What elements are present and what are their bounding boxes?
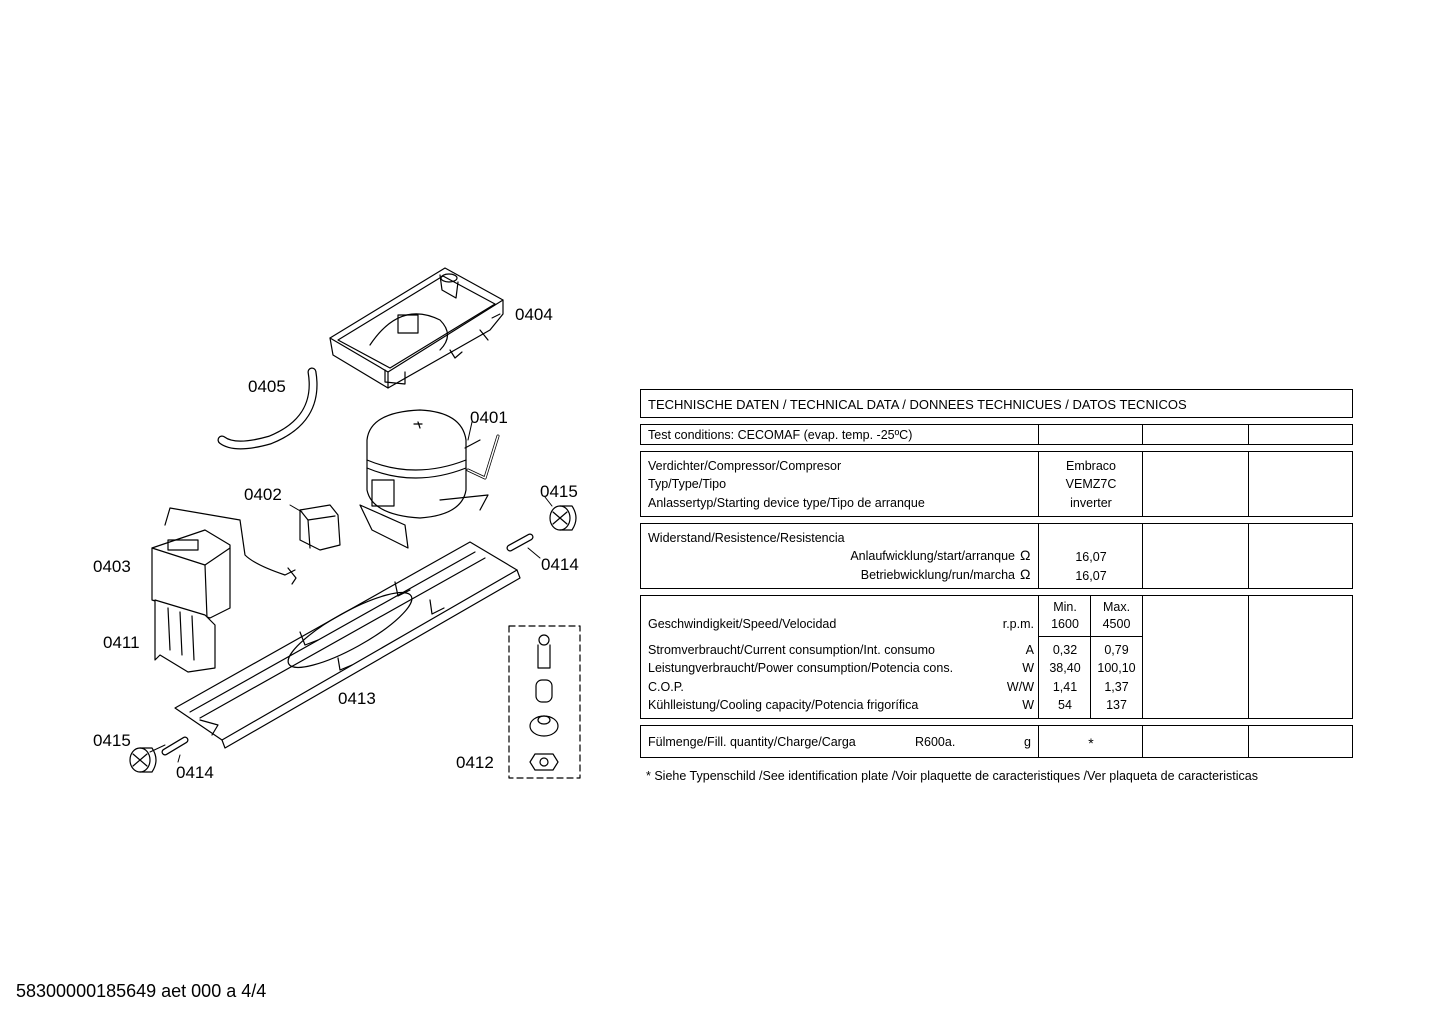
power-label: Leistungverbraucht/Power consumption/Pot… [648,661,954,675]
foot-drawing-left [129,747,157,773]
power-max: 100,10 [1097,661,1136,675]
compressor-cover-drawing [329,267,504,389]
min-header: Min. [1053,600,1077,614]
electronic-module-drawing [151,507,297,619]
bracket-drawing [154,599,216,673]
compressor-value: Embraco [1065,459,1117,473]
max-header: Max. [1102,600,1131,614]
type-label: Typ/Type/Tipo [648,477,727,491]
part-label-0403: 0403 [93,557,131,576]
divider [1248,523,1249,589]
divider [1142,523,1143,589]
divider [1248,595,1249,719]
part-label-0415-right: 0415 [540,482,578,501]
speed-label: Geschwindigkeit/Speed/Velocidad [648,617,837,631]
cop-unit: W/W [1006,680,1034,694]
cooling-capacity-label: Kühlleistung/Cooling capacity/Potencia f… [648,698,919,712]
compressor-box [640,451,1353,517]
divider [1038,725,1039,758]
refrigerant-type: R600a. [915,735,956,749]
start-winding-label: Anlaufwicklung/start/arranque [850,549,1015,563]
cop-label: C.O.P. [648,680,684,694]
current-min: 0,32 [1052,643,1078,657]
part-label-0411: 0411 [103,633,140,652]
starting-device-label: Anlassertyp/Starting device type/Tipo de… [648,496,925,510]
charge-unit: g [1024,735,1031,749]
compressor-label: Verdichter/Compressor/Compresor [648,459,842,473]
divider [1248,451,1249,517]
starting-device-value: inverter [1070,496,1112,510]
leader-lines [149,313,553,763]
current-max: 0,79 [1104,643,1129,657]
cop-max: 1,37 [1104,680,1129,694]
part-label-0412: 0412 [456,753,494,772]
speed-min: 1600 [1051,617,1079,631]
pin-drawing-left [161,736,189,756]
part-label-0414-right: 0414 [541,555,579,574]
current-unit: A [1025,643,1034,657]
resistance-title: Widerstand/Resistence/Resistencia [648,531,845,545]
divider [1142,451,1143,517]
divider [1142,595,1143,719]
cop-min: 1,41 [1052,680,1078,694]
divider [1142,424,1143,445]
test-conditions-box [640,424,1353,445]
pin-drawing-right [506,533,534,552]
part-label-0405: 0405 [248,377,286,396]
charge-value: * [1088,735,1094,751]
part-label-0414-left: 0414 [176,763,214,782]
test-conditions-text: Test conditions: CECOMAF (evap. temp. -2… [648,428,913,442]
foot-drawing-right [549,505,577,531]
table-title: TECHNISCHE DATEN / TECHNICAL DATA / DONN… [648,397,1187,412]
type-value: VEMZ7C [1065,477,1117,491]
divider [1248,424,1249,445]
start-winding-value: 16,07 [1075,550,1107,564]
divider [1248,725,1249,758]
divider [1038,424,1039,445]
divider [1090,595,1091,719]
screw-kit-drawing [508,625,581,779]
current-label: Stromverbraucht/Current consumption/Int.… [648,643,935,657]
ohm-unit-run: Ω [1020,566,1031,582]
cooling-capacity-min: 54 [1058,698,1072,712]
base-rail-drawing [174,541,521,749]
part-label-0402: 0402 [244,485,282,504]
compressor-drawing [359,409,500,549]
footnote: * Siehe Typenschild /See identification … [646,769,1258,783]
resistance-box [640,523,1353,589]
part-label-0404: 0404 [515,305,553,324]
power-min: 38,40 [1049,661,1081,675]
divider [1038,451,1039,517]
speed-unit: r.p.m. [1002,617,1034,631]
table-title-box [640,389,1353,418]
part-label-0401: 0401 [470,408,508,427]
part-label-0415-left: 0415 [93,731,131,750]
cooling-capacity-max: 137 [1106,698,1127,712]
speed-max: 4500 [1102,617,1131,631]
run-winding-value: 16,07 [1075,569,1107,583]
run-winding-label: Betriebwicklung/run/marcha [860,568,1015,582]
speed-row-separator [1038,636,1142,637]
starting-device-drawing [299,504,341,551]
cooling-capacity-unit: W [1022,698,1034,712]
part-label-0413: 0413 [338,689,376,708]
charge-label: Fülmenge/Fill. quantity/Charge/Carga [648,735,856,749]
ohm-unit-start: Ω [1020,547,1031,563]
divider [1038,523,1039,589]
document-footer-id: 58300000185649 aet 000 a 4/4 [16,981,267,1001]
charge-box [640,725,1353,758]
power-unit: W [1022,661,1034,675]
divider [1038,595,1039,719]
performance-box [640,595,1353,719]
divider [1142,725,1143,758]
hose-drawing [217,367,318,450]
